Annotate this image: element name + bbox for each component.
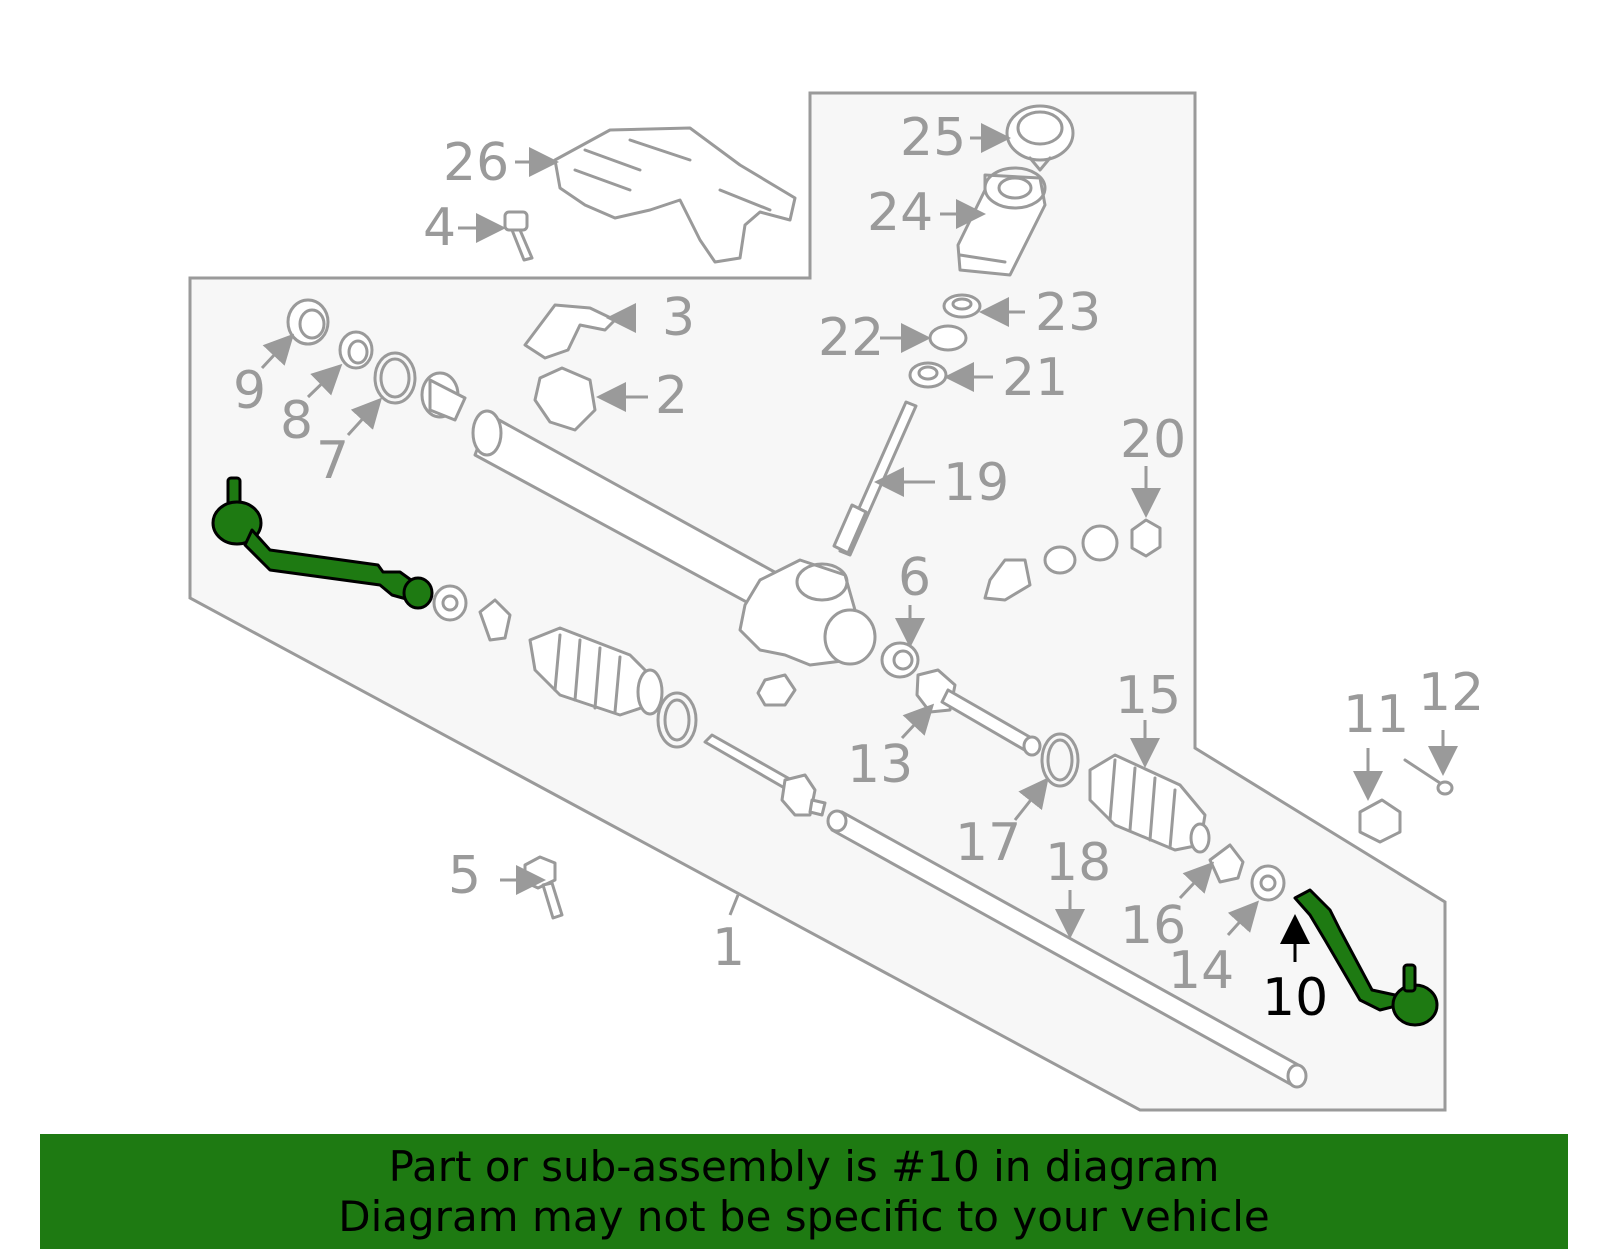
callout-7: 7 (316, 431, 349, 491)
part-10-left-tie-rod-end[interactable] (211, 476, 434, 610)
part-26-cover[interactable] (553, 126, 797, 264)
callout-3: 3 (662, 288, 695, 348)
callout-22: 22 (818, 308, 884, 368)
banner-line-part: Part or sub-assembly is #10 in diagram (388, 1141, 1220, 1191)
callout-9: 9 (233, 361, 266, 421)
part-18-rack-bar[interactable] (826, 809, 1308, 1089)
part-14-nut[interactable] (1250, 864, 1286, 902)
parts-diagram: 26 4 3 2 9 8 7 25 24 23 22 21 19 20 6 13… (188, 91, 1484, 1112)
part-17-band[interactable] (1040, 732, 1080, 788)
callout-24: 24 (867, 183, 933, 243)
part-15-boot[interactable] (1088, 753, 1211, 854)
part-10-right-tie-rod-end[interactable] (1293, 888, 1439, 1027)
callout-10: 10 (1262, 968, 1328, 1028)
callout-19: 19 (943, 453, 1009, 513)
part-16-clip[interactable] (1208, 843, 1245, 884)
callout-17: 17 (955, 813, 1021, 873)
part-2-bushing[interactable] (533, 366, 597, 432)
callout-4: 4 (423, 198, 456, 258)
callout-21: 21 (1002, 348, 1068, 408)
part-left-nut[interactable] (432, 584, 468, 622)
part-left-boot[interactable] (528, 626, 664, 717)
part-left-inner-tie-rod[interactable] (703, 733, 827, 817)
part-24-housing[interactable] (956, 166, 1047, 277)
callout-26: 26 (443, 133, 509, 193)
banner-line-disclaimer: Diagram may not be specific to your vehi… (338, 1191, 1270, 1241)
part-20-mount[interactable] (983, 518, 1162, 602)
callout-12: 12 (1418, 663, 1484, 723)
callout-18: 18 (1045, 833, 1111, 893)
callout-11: 11 (1343, 685, 1409, 745)
callout-5: 5 (448, 846, 481, 906)
part-21-seal[interactable] (908, 361, 948, 389)
part-8-ring[interactable] (338, 330, 374, 370)
callout-20: 20 (1120, 410, 1186, 470)
callout-16: 16 (1120, 896, 1186, 956)
callout-2: 2 (655, 366, 688, 426)
part-4-bolt[interactable] (503, 210, 534, 262)
part-5-bolt[interactable] (523, 855, 564, 920)
part-left-clip[interactable] (478, 598, 512, 642)
part-22-bushing[interactable] (928, 324, 968, 352)
callout-1: 1 (712, 918, 745, 978)
part-info-banner: Part or sub-assembly is #10 in diagram D… (40, 1134, 1568, 1249)
part-9-bushing[interactable] (286, 298, 330, 346)
part-3-clamp[interactable] (523, 303, 617, 360)
part-12-cotter-pin[interactable] (1403, 758, 1454, 796)
part-13-inner-tie-rod[interactable] (915, 668, 1042, 757)
part-23-seal[interactable] (942, 293, 982, 319)
callout-25: 25 (900, 108, 966, 168)
part-6-ring[interactable] (880, 641, 920, 679)
leader-lines (260, 123, 1458, 962)
callout-6: 6 (898, 548, 931, 608)
callout-13: 13 (847, 735, 913, 795)
part-1-rack-housing[interactable] (420, 371, 877, 707)
part-11-castle-nut[interactable] (1358, 798, 1402, 844)
part-left-band[interactable] (656, 691, 698, 749)
callout-15: 15 (1115, 666, 1181, 726)
part-7-ring[interactable] (373, 351, 417, 405)
callout-23: 23 (1035, 283, 1101, 343)
callout-8: 8 (280, 391, 313, 451)
callout-14: 14 (1168, 941, 1234, 1001)
